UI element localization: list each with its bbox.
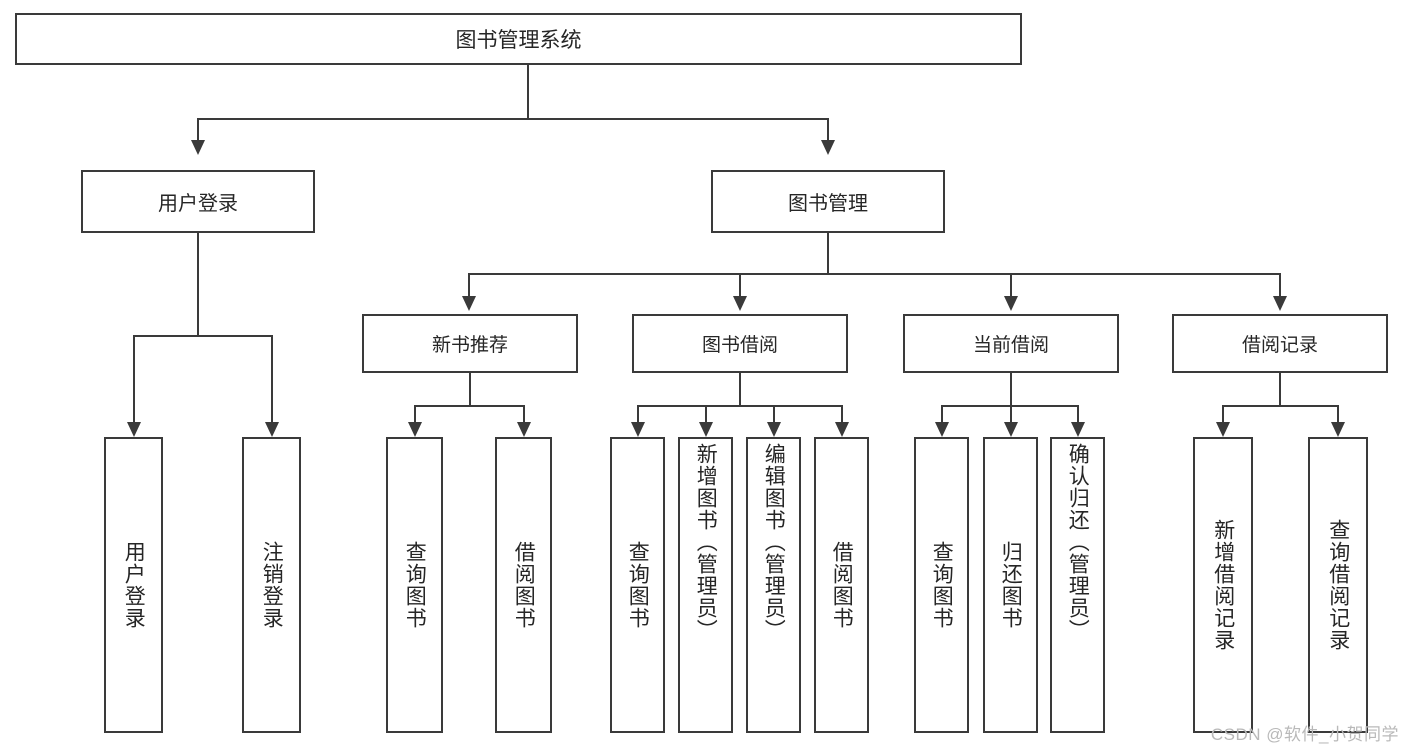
node-label: 图书管理 (788, 193, 868, 215)
leaf-user-login[interactable]: 用户登录 (104, 437, 163, 733)
arrow-br-to-leaf-1 (1216, 422, 1230, 437)
connector-cb-to-leaf-3 (1077, 405, 1079, 422)
arrow-nb-to-leaf-1 (408, 422, 422, 437)
connector-user-login-bar (133, 335, 273, 337)
leaf-query-book-recommend[interactable]: 查询图书 (386, 437, 443, 733)
connector-root-to-user-login (197, 118, 199, 140)
arrow-root-to-book-manage (821, 140, 835, 155)
connector-book-manage-stem (827, 233, 829, 273)
connector-bm-to-current-borrow (1010, 273, 1012, 296)
node-label: 当前借阅 (972, 335, 1049, 356)
leaf-label: 新增图书（管理员） (694, 443, 718, 641)
leaf-label: 注销登录 (260, 541, 284, 629)
csdn-watermark: CSDN @软件_小贺同学 (1210, 725, 1399, 744)
leaf-user-logout[interactable]: 注销登录 (242, 437, 301, 733)
connector-borrow-record-bar (1222, 405, 1339, 407)
leaf-label: 查询图书 (403, 541, 427, 629)
arrow-cb-to-leaf-3 (1071, 422, 1085, 437)
leaf-add-book[interactable]: 新增图书（管理员） (678, 437, 733, 733)
connector-bm-to-book-borrow (739, 273, 741, 296)
connector-bb-to-leaf-1 (637, 405, 639, 422)
leaf-return-book[interactable]: 归还图书 (983, 437, 1038, 733)
node-root-system[interactable]: 图书管理系统 (15, 13, 1022, 65)
connector-user-login-to-leaf-1 (133, 335, 135, 422)
leaf-label: 归还图书 (999, 541, 1023, 629)
arrow-br-to-leaf-2 (1331, 422, 1345, 437)
arrow-bm-to-new-book (462, 296, 476, 311)
leaf-query-book-current[interactable]: 查询图书 (914, 437, 969, 733)
arrow-bb-to-leaf-2 (699, 422, 713, 437)
connector-book-borrow-stem (739, 373, 741, 405)
node-label: 图书借阅 (701, 335, 778, 356)
node-current-borrow[interactable]: 当前借阅 (903, 314, 1119, 373)
connector-bb-to-leaf-4 (841, 405, 843, 422)
leaf-query-book-borrow[interactable]: 查询图书 (610, 437, 665, 733)
connector-nb-to-leaf-1 (414, 405, 416, 422)
connector-br-to-leaf-1 (1222, 405, 1224, 422)
node-label: 新书推荐 (431, 335, 508, 356)
leaf-label: 编辑图书（管理员） (762, 443, 786, 641)
node-user-login[interactable]: 用户登录 (81, 170, 315, 233)
connector-cb-to-leaf-2 (1010, 405, 1012, 422)
connector-br-to-leaf-2 (1337, 405, 1339, 422)
arrow-bb-to-leaf-1 (631, 422, 645, 437)
arrow-bm-to-current-borrow (1004, 296, 1018, 311)
connector-user-login-stem (197, 233, 199, 335)
leaf-label: 查询借阅记录 (1326, 519, 1350, 651)
arrow-bb-to-leaf-4 (835, 422, 849, 437)
arrow-bm-to-book-borrow (733, 296, 747, 311)
leaf-label: 用户登录 (122, 541, 146, 629)
connector-nb-to-leaf-2 (523, 405, 525, 422)
connector-root-bar (197, 118, 829, 120)
leaf-borrow-book[interactable]: 借阅图书 (814, 437, 869, 733)
arrow-nb-to-leaf-2 (517, 422, 531, 437)
leaf-confirm-return[interactable]: 确认归还（管理员） (1050, 437, 1105, 733)
connector-cb-to-leaf-1 (941, 405, 943, 422)
leaf-label: 借阅图书 (512, 541, 536, 629)
node-label: 借阅记录 (1241, 335, 1318, 356)
arrow-root-to-user-login (191, 140, 205, 155)
connector-bb-to-leaf-3 (773, 405, 775, 422)
connector-user-login-to-leaf-2 (271, 335, 273, 422)
connector-bb-to-leaf-2 (705, 405, 707, 422)
node-new-book-recommend[interactable]: 新书推荐 (362, 314, 578, 373)
connector-borrow-record-stem (1279, 373, 1281, 405)
connector-root-to-book-manage (827, 118, 829, 140)
leaf-edit-book[interactable]: 编辑图书（管理员） (746, 437, 801, 733)
arrow-user-login-to-leaf-2 (265, 422, 279, 437)
connector-book-borrow-bar (637, 405, 843, 407)
connector-book-manage-bar (468, 273, 1280, 275)
arrow-bm-to-borrow-record (1273, 296, 1287, 311)
leaf-add-borrow-record[interactable]: 新增借阅记录 (1193, 437, 1253, 733)
connector-bm-to-borrow-record (1279, 273, 1281, 296)
leaf-label: 新增借阅记录 (1211, 519, 1235, 651)
node-book-manage[interactable]: 图书管理 (711, 170, 945, 233)
leaf-label: 确认归还（管理员） (1066, 443, 1090, 641)
node-label: 图书管理系统 (455, 29, 582, 52)
arrow-cb-to-leaf-2 (1004, 422, 1018, 437)
connector-new-book-bar (414, 405, 525, 407)
leaf-label: 借阅图书 (830, 541, 854, 629)
connector-root-stem (527, 65, 529, 118)
leaf-label: 查询图书 (626, 541, 650, 629)
connector-bm-to-new-book (468, 273, 470, 296)
arrow-bb-to-leaf-3 (767, 422, 781, 437)
node-borrow-record[interactable]: 借阅记录 (1172, 314, 1388, 373)
node-label: 用户登录 (158, 193, 238, 215)
arrow-user-login-to-leaf-1 (127, 422, 141, 437)
leaf-query-borrow-record[interactable]: 查询借阅记录 (1308, 437, 1368, 733)
leaf-label: 查询图书 (930, 541, 954, 629)
arrow-cb-to-leaf-1 (935, 422, 949, 437)
connector-current-borrow-stem (1010, 373, 1012, 405)
connector-new-book-stem (469, 373, 471, 405)
node-book-borrow[interactable]: 图书借阅 (632, 314, 848, 373)
leaf-borrow-book-recommend[interactable]: 借阅图书 (495, 437, 552, 733)
